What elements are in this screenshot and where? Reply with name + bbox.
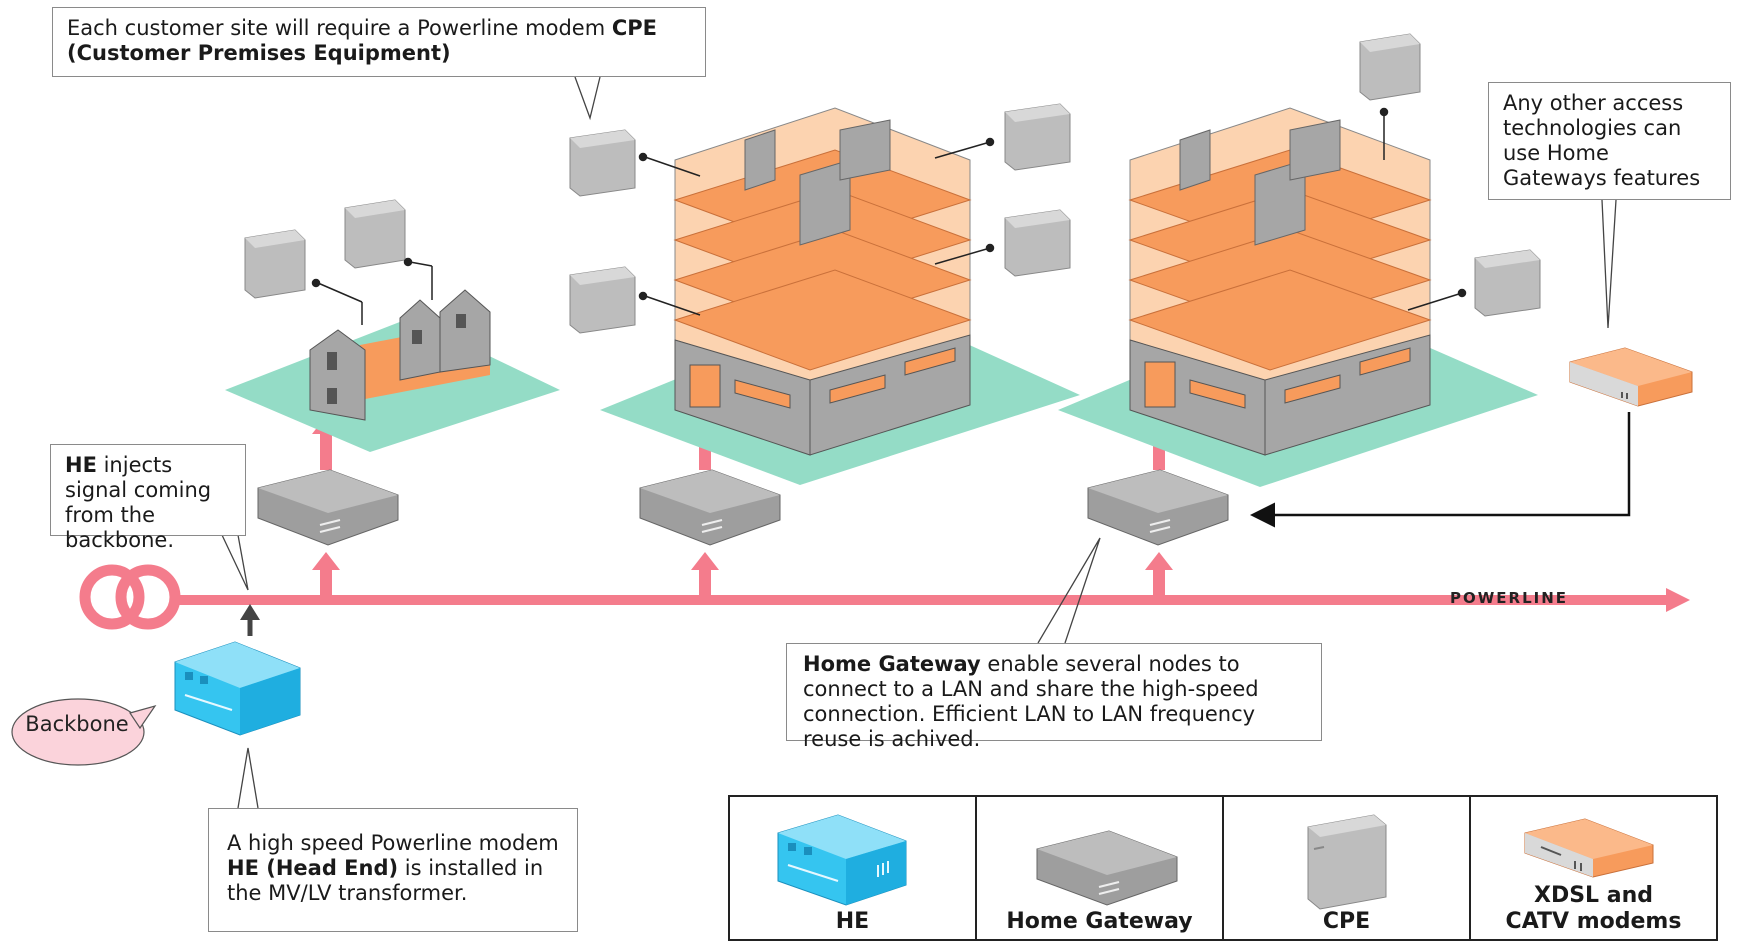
cpe-icon [244, 229, 306, 299]
cpe-icon [1359, 33, 1421, 101]
legend-item-cpe: CPE [1224, 797, 1471, 939]
callout-leaders [221, 76, 1617, 809]
he-unit [174, 641, 301, 736]
cpe-icon [1004, 103, 1071, 171]
cpe-icon [1474, 249, 1541, 317]
he-install-callout: A high speed Powerline modem HE (Head En… [208, 808, 578, 932]
building-2 [1128, 107, 1432, 456]
backbone-label: Backbone [25, 712, 129, 736]
legend-item-home-gateway: Home Gateway [977, 797, 1224, 939]
cpe-icon [569, 266, 636, 334]
backbone-up-arrow [240, 604, 260, 636]
he-signal-callout: HE injects signal coming from the backbo… [50, 444, 246, 552]
cpe-callout: Each customer site will require a Powerl… [52, 7, 706, 77]
cpe-icon [569, 129, 636, 197]
home-gateway-icon [1087, 469, 1229, 546]
xdsl-modem [1569, 347, 1693, 407]
cpe-icon [1307, 814, 1387, 910]
legend-label-cpe: CPE [1322, 909, 1371, 934]
legend-item-he: HE [730, 797, 977, 939]
legend-label-home-gateway: Home Gateway [1006, 909, 1193, 934]
home-gateway-icon [639, 469, 781, 546]
cpe-icon [1004, 209, 1071, 277]
access-tech-callout: Any other access technologies can use Ho… [1488, 82, 1731, 200]
legend-label-xdsl: XDSL and CATV modems [1505, 883, 1682, 934]
powerline-bus [79, 564, 1690, 630]
building-1 [673, 107, 972, 456]
cpe-units [244, 33, 1541, 334]
xdsl-modem-icon [1524, 818, 1654, 878]
home-gateway-icon [257, 469, 399, 546]
legend: HE Home Gateway CPE XDSL and CATV modems [728, 795, 1718, 941]
cpe-icon [344, 199, 406, 269]
legend-label-he: HE [835, 909, 870, 934]
legend-item-xdsl: XDSL and CATV modems [1471, 797, 1716, 939]
powerline-label: POWERLINE [1450, 589, 1569, 607]
he-box-icon [777, 814, 907, 906]
home-gateway-callout: Home Gateway enable several nodes to con… [786, 643, 1322, 751]
backbone-bubble [11, 698, 157, 766]
xdsl-to-gateway-arrow [1250, 412, 1631, 528]
cpe-leaders [311, 107, 1467, 325]
house [309, 289, 491, 421]
home-gateway-icon [1036, 830, 1178, 906]
home-gateways [257, 469, 1229, 546]
